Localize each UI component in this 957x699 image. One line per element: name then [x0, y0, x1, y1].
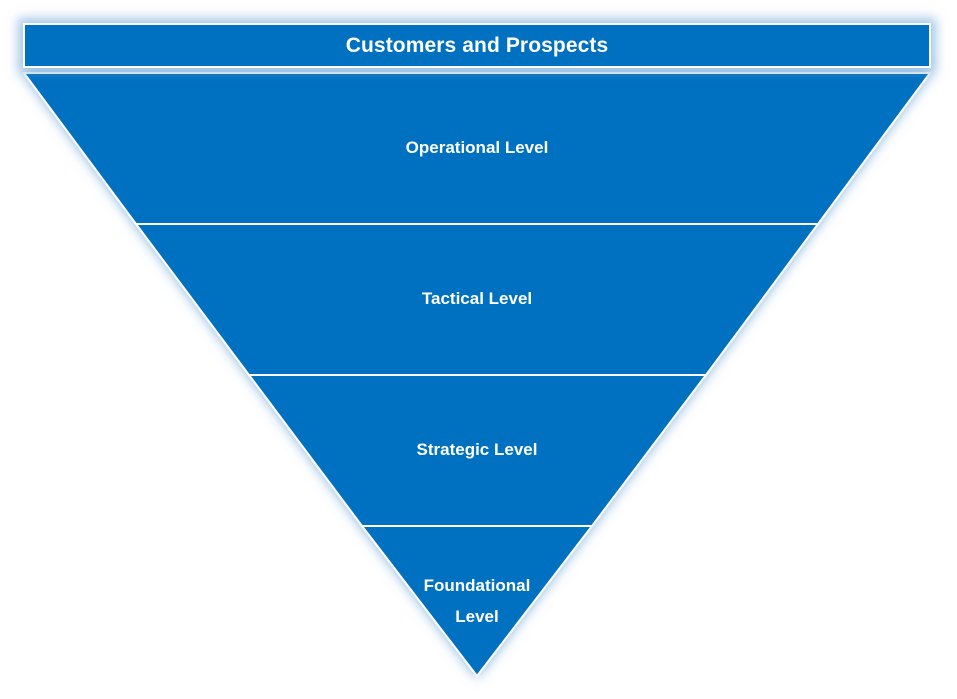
level-label-operational: Operational Level: [406, 138, 549, 157]
header-bar: Customers and Prospects: [23, 23, 931, 68]
level-label-foundational-line1: Foundational: [424, 576, 531, 595]
level-label-tactical: Tactical Level: [422, 289, 532, 308]
header-title: Customers and Prospects: [345, 33, 609, 57]
level-label-strategic: Strategic Level: [417, 440, 538, 459]
funnel-segment-foundational: [359, 525, 595, 678]
level-label-foundational-line2: Level: [455, 607, 498, 626]
